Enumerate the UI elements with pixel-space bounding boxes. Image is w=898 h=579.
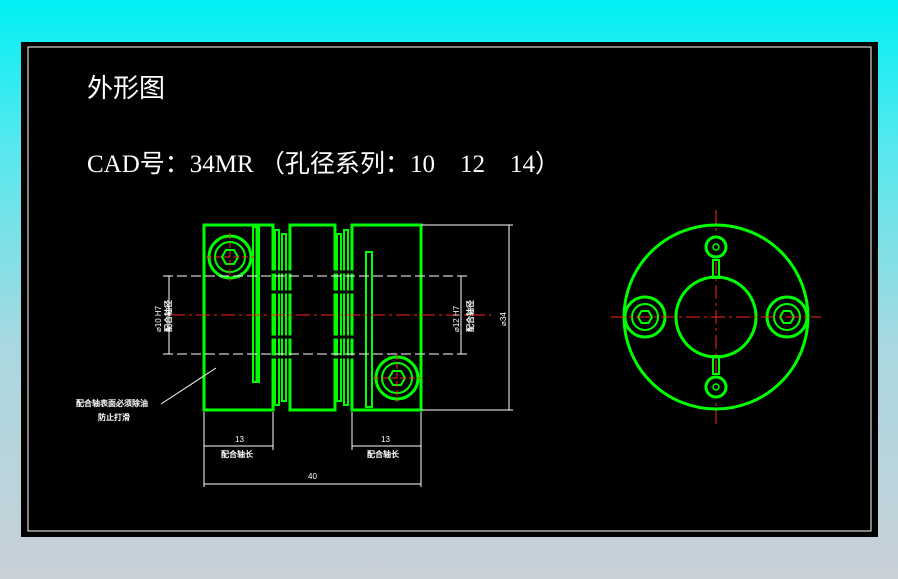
end-slot-top (712, 259, 720, 279)
coupling-side-view (202, 223, 423, 412)
cad-drawing: 外形图 CAD号：34MR （孔径系列：10 12 14） (27, 46, 872, 532)
diaphragm-bolt-lines (271, 270, 354, 359)
drawing-subtitle: CAD号：34MR （孔径系列：10 12 14） (87, 150, 560, 178)
end-hole-top (704, 235, 728, 259)
left-hub (202, 223, 275, 412)
clamp-screw-right (373, 354, 421, 402)
bore-left-label: 配合轴径 (163, 300, 173, 332)
len-right-label: 配合轴长 (367, 449, 400, 459)
coupling-end-view (611, 210, 821, 424)
drawing-title: 外形图 (87, 74, 165, 103)
total-len-value: 40 (308, 472, 317, 481)
diaphragm-left (274, 229, 287, 406)
end-hole-bottom (704, 375, 728, 399)
clamp-screw-left (206, 233, 254, 281)
len-right-value: 13 (381, 435, 390, 444)
note-line2: 防止打滑 (98, 412, 130, 422)
diaphragm-right (336, 229, 349, 406)
bore-right-value: ⌀12 H7 (452, 305, 461, 332)
outer-dia-value: ⌀34 (499, 312, 508, 326)
len-left-value: 13 (235, 435, 244, 444)
bore-lines (163, 275, 471, 355)
center-body (288, 223, 337, 412)
drawing-panel: 外形图 CAD号：34MR （孔径系列：10 12 14） (21, 42, 878, 537)
end-slot-bottom (712, 355, 720, 375)
right-hub (350, 223, 423, 412)
drawing-border (27, 46, 872, 532)
left-hub-slot (252, 226, 260, 383)
bore-left-value: ⌀10 H7 (154, 305, 163, 332)
right-hub-slot (365, 251, 373, 408)
dimension-lines (160, 224, 513, 487)
len-left-label: 配合轴长 (221, 449, 254, 459)
note-line1: 配合轴表面必须除油 (76, 398, 148, 408)
bore-right-label: 配合轴径 (465, 300, 475, 332)
